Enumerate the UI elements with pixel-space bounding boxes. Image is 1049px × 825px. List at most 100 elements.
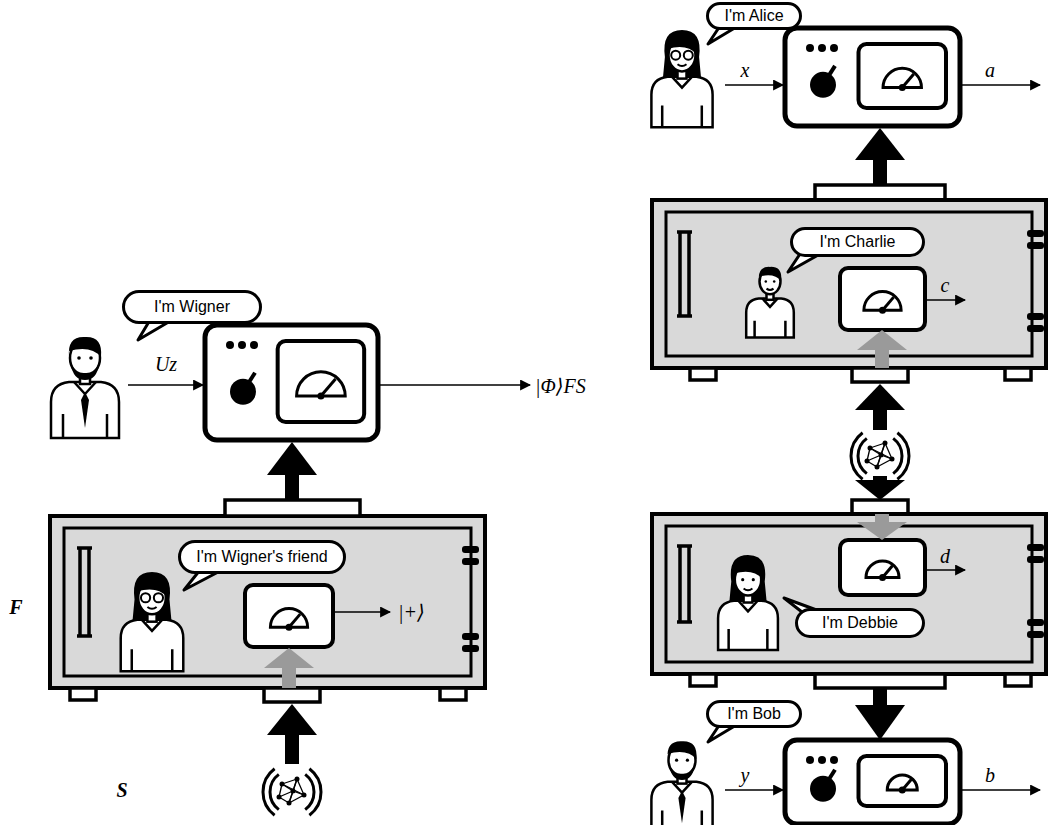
glasses xyxy=(684,51,693,60)
signal-arrow xyxy=(962,789,1040,791)
variable-label: a xyxy=(985,60,995,80)
wave-arc xyxy=(305,774,314,809)
indicator-dot xyxy=(818,756,826,764)
smile xyxy=(767,289,774,290)
wave-arc xyxy=(893,438,902,473)
lab-inner-wall xyxy=(666,212,1032,356)
signal-arrow xyxy=(725,789,783,791)
indicator-dot xyxy=(238,341,246,349)
bubble-tail xyxy=(138,320,172,340)
network-node xyxy=(868,446,873,451)
thick-arrow-head xyxy=(855,480,905,500)
network-link xyxy=(870,448,892,459)
eye xyxy=(686,759,689,762)
meter-gauge xyxy=(297,372,346,396)
meter-pivot xyxy=(899,787,906,794)
meter-display xyxy=(840,268,925,330)
person-body xyxy=(746,298,794,337)
eye xyxy=(89,356,93,360)
thick-arrow-head xyxy=(857,522,907,540)
bubble-text: I'm Wigner's friend xyxy=(196,548,327,566)
person-body xyxy=(651,77,712,127)
network-node xyxy=(875,465,880,470)
lab-foot xyxy=(70,688,96,700)
meter-display xyxy=(840,540,925,595)
smile xyxy=(678,64,687,66)
meter-display xyxy=(859,756,947,806)
variable-label: Uz xyxy=(155,354,177,374)
bubble-text: I'm Bob xyxy=(727,705,781,723)
lab-foot xyxy=(1005,368,1031,380)
lab-foot xyxy=(690,674,716,686)
bubble-tail xyxy=(708,724,738,742)
thick-arrow-stem xyxy=(873,410,887,430)
glasses xyxy=(671,51,680,60)
thick-arrow-head xyxy=(267,442,317,475)
knob-pointer xyxy=(828,770,835,781)
setting-knob xyxy=(810,776,836,802)
lab-bottom-plate xyxy=(264,688,320,702)
person-icon xyxy=(718,555,778,650)
network-node xyxy=(890,457,895,462)
thick-arrow-stem xyxy=(873,160,887,185)
bubble-tail xyxy=(708,26,738,44)
thick-arrow-stem xyxy=(285,475,299,500)
eye xyxy=(765,280,768,283)
clothing-lines xyxy=(662,77,702,127)
person-icon xyxy=(651,30,712,127)
speech-bubble: I'm Wigner's friend xyxy=(178,540,346,574)
wave-arc xyxy=(897,433,909,479)
eye xyxy=(77,356,81,360)
speech-bubble: I'm Bob xyxy=(706,700,802,728)
hair xyxy=(759,267,782,281)
variable-label: d xyxy=(940,546,950,566)
smile xyxy=(744,588,753,590)
meter-display xyxy=(859,44,947,108)
bubble-tail xyxy=(788,254,820,272)
signal-arrow xyxy=(128,384,203,386)
door-hinge xyxy=(1027,619,1044,626)
clothing-lines xyxy=(729,601,768,650)
thick-arrow-stem xyxy=(873,476,887,480)
door-hinge xyxy=(1027,544,1044,551)
hair xyxy=(667,741,696,759)
network-node xyxy=(277,795,282,800)
measurement-device xyxy=(205,325,378,440)
glasses xyxy=(141,593,150,602)
person-icon xyxy=(121,572,184,671)
meter-pivot xyxy=(879,307,886,314)
measurement-device xyxy=(785,740,960,824)
variable-label: |+⟩ xyxy=(398,602,425,622)
indicator-dot xyxy=(806,756,814,764)
meter-pivot xyxy=(879,574,886,581)
door-hinge xyxy=(1027,631,1044,638)
door-handle xyxy=(677,232,692,316)
door-handle xyxy=(77,548,92,636)
wave-arc xyxy=(270,774,279,809)
lab-inner-wall xyxy=(64,528,471,676)
meter-pivot xyxy=(899,84,906,91)
setting-knob xyxy=(810,72,836,98)
thick-arrow-head xyxy=(855,128,905,160)
indicator-dot xyxy=(806,44,814,52)
clothing-lines xyxy=(63,382,107,438)
person-icon xyxy=(651,741,712,825)
clothing-lines xyxy=(662,782,702,825)
speech-bubble: I'm Charlie xyxy=(790,227,925,257)
thick-arrow-head xyxy=(264,648,314,668)
network-node xyxy=(280,782,285,787)
network-node xyxy=(865,459,870,464)
measurement-device xyxy=(785,28,960,126)
eye xyxy=(773,280,776,283)
system-label: F xyxy=(9,597,22,617)
eye xyxy=(752,578,755,581)
network-node xyxy=(291,789,296,794)
lab-top-plate xyxy=(852,500,908,514)
thick-arrow-head xyxy=(267,704,317,735)
thick-arrow-stem xyxy=(282,668,296,688)
thick-arrow-head xyxy=(855,705,905,740)
network-node xyxy=(302,793,307,798)
lab-outer-wall xyxy=(50,516,485,688)
bubble-text: I'm Debbie xyxy=(822,614,898,632)
